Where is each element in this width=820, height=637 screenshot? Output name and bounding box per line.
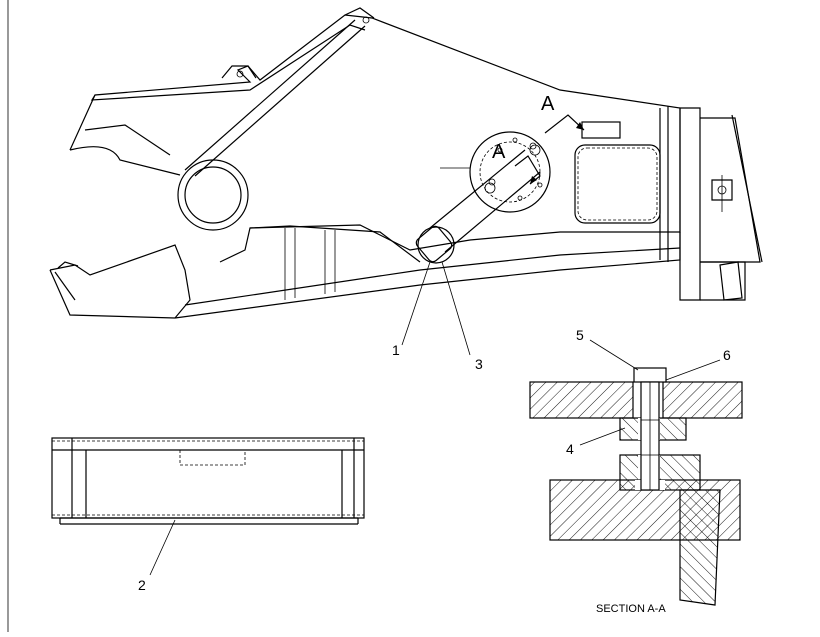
section-marker-a-upper: A [541, 93, 555, 115]
callout-1: 1 [392, 342, 400, 358]
callout-6: 6 [723, 347, 731, 363]
section-title: SECTION A-A [596, 603, 666, 615]
shear-attachment-view [49, 7, 763, 356]
section-marker-a-lower: A [492, 141, 506, 163]
callout-5: 5 [576, 327, 584, 343]
part-2-view [51, 437, 365, 525]
leader-2 [149, 519, 176, 576]
section-a-a-view [529, 339, 743, 606]
callout-4: 4 [566, 441, 574, 457]
callout-3: 3 [475, 356, 483, 372]
callout-2: 2 [138, 577, 146, 593]
